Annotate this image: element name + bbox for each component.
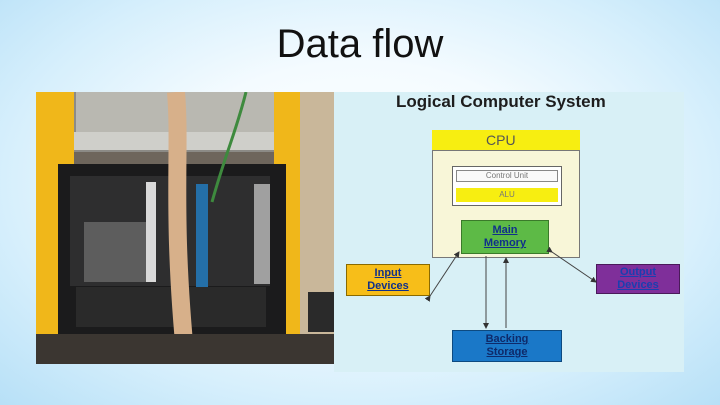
alu-box	[456, 188, 558, 202]
backing-storage-label-line2: Storage	[486, 346, 528, 358]
alu-label: ALU	[499, 190, 515, 199]
control-unit-box	[456, 170, 558, 182]
server-rack-image	[36, 92, 342, 364]
server-rack-photo	[36, 92, 342, 364]
backing-storage-box	[452, 330, 562, 362]
cpu-label: CPU	[486, 132, 516, 148]
arrow-memory-output	[546, 246, 597, 283]
data-flow-arrows	[424, 246, 597, 329]
input-devices-label-line1: Input	[374, 267, 402, 279]
output-devices-label-line2: Devices	[617, 279, 659, 291]
arrow-input-memory	[424, 251, 460, 302]
slide-title: Data flow	[276, 22, 444, 66]
diagram-title: Logical Computer System	[396, 92, 606, 111]
input-devices-label-line2: Devices	[367, 280, 409, 292]
logical-computer-diagram: Logical Computer System CPU Control Unit…	[334, 92, 684, 372]
main-memory-box	[461, 220, 549, 254]
output-devices-label-line1: Output	[619, 266, 657, 278]
main-memory-label-line1: Main	[492, 224, 518, 236]
output-devices-box	[596, 264, 680, 294]
main-memory-label-line2: Memory	[483, 237, 527, 249]
control-unit-label: Control Unit	[485, 171, 529, 180]
backing-storage-label-line1: Backing	[485, 333, 529, 345]
